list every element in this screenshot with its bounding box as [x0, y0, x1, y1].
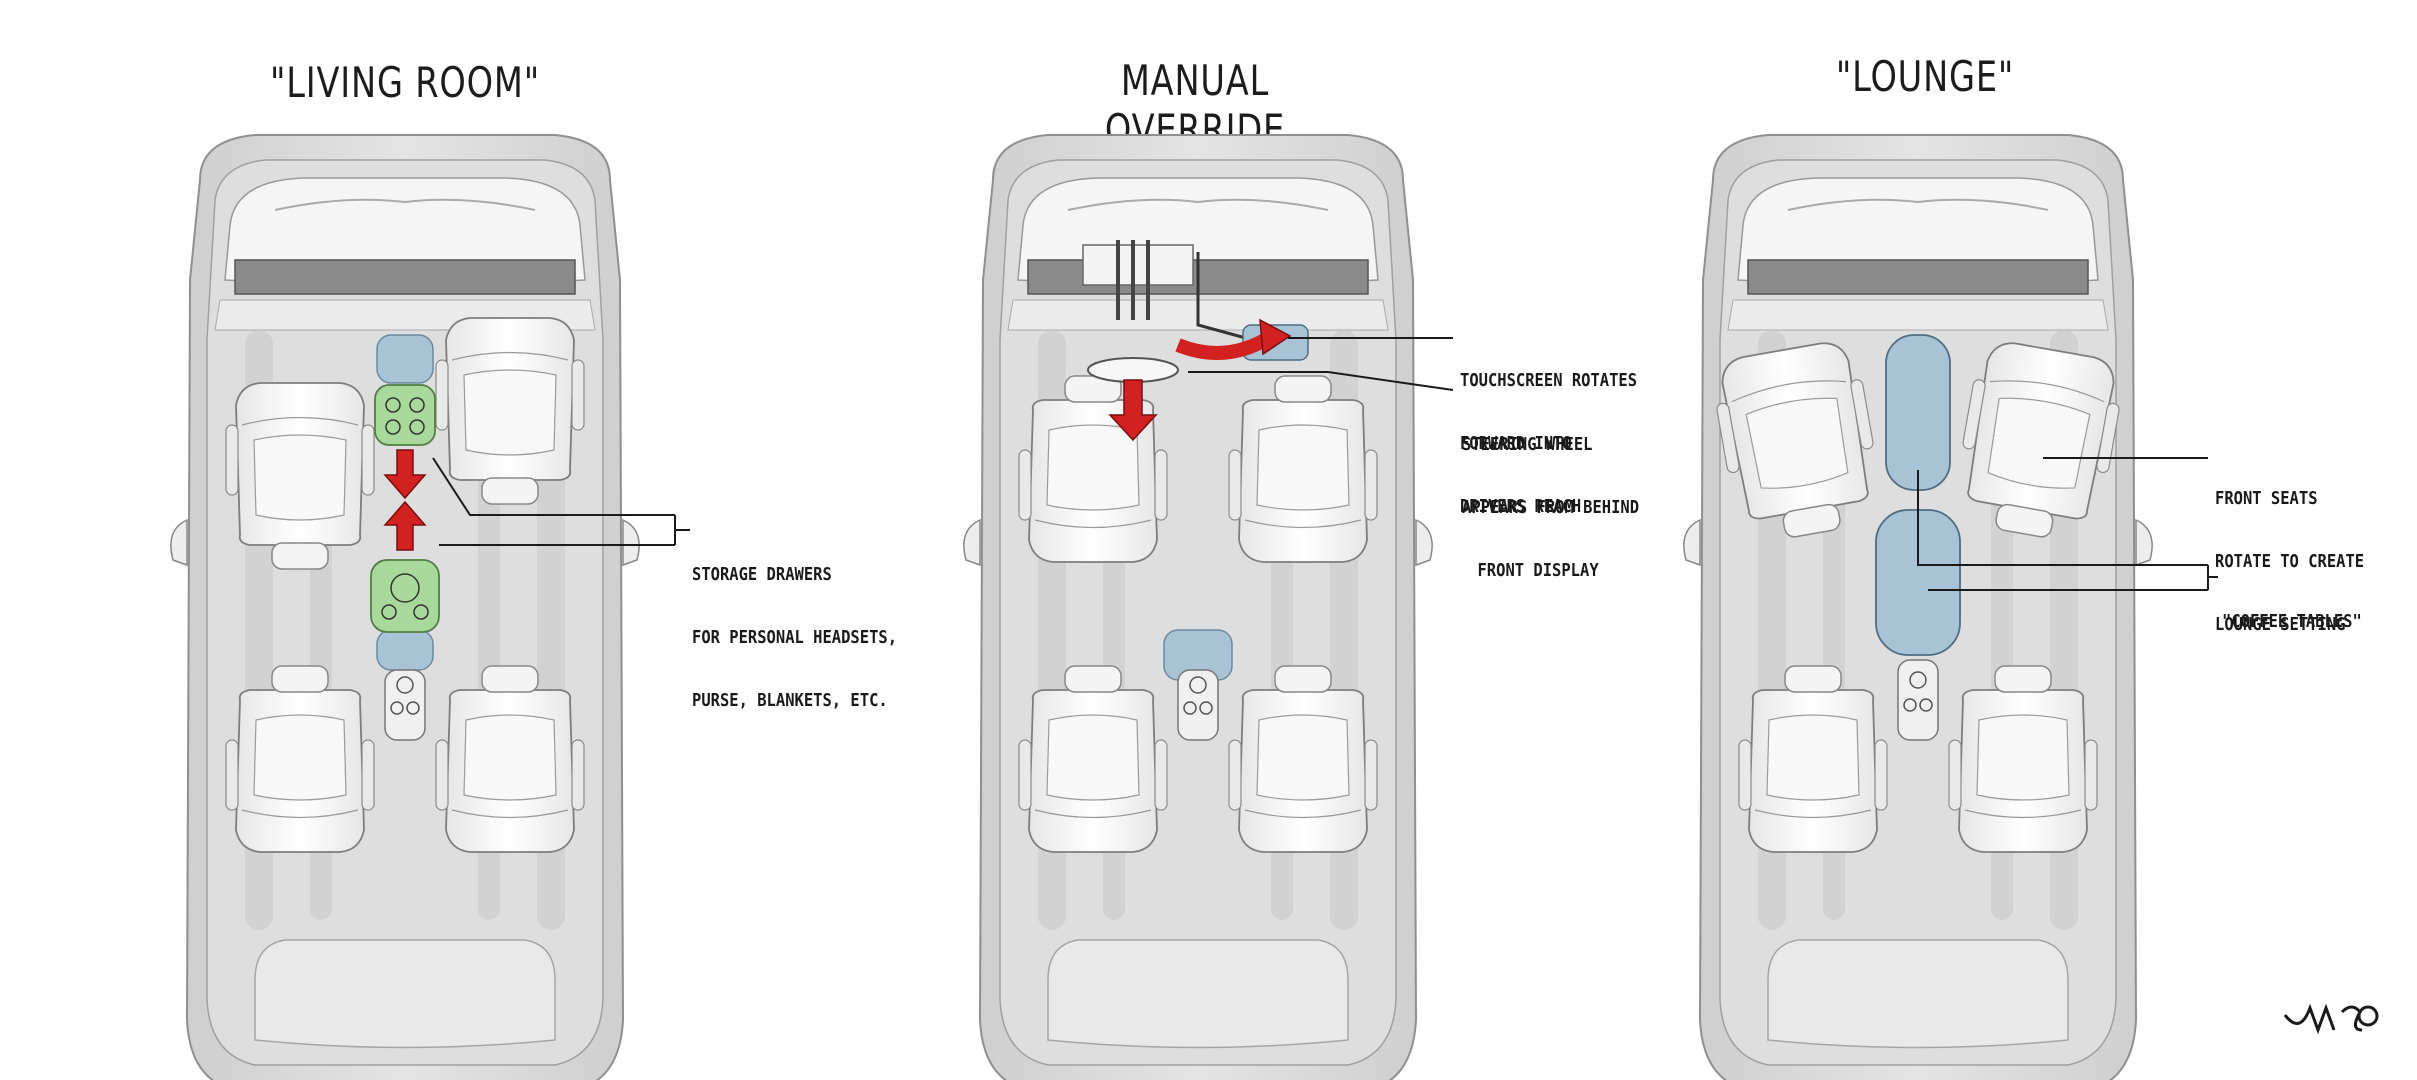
- annotation-front-seats: FRONT SEATS ROTATE TO CREATE LOUNGE SETT…: [2215, 488, 2365, 635]
- car-manual-override: [962, 134, 1454, 1080]
- title-lounge: "LOUNGE": [1835, 52, 2015, 101]
- drawer-arrow-down: [383, 449, 427, 500]
- annotation-coffee-tables: "COFFEE TABLES": [2222, 611, 2362, 632]
- car-living-room: [169, 134, 690, 1080]
- storage-drawer-front: [374, 384, 436, 446]
- steering-arrow-down: [1108, 379, 1158, 442]
- car-lounge: [1682, 134, 2218, 1080]
- coffee-table-front: [1885, 334, 1951, 491]
- storage-drawer-rear: [370, 559, 440, 633]
- title-living-room: "LIVING ROOM": [270, 58, 540, 107]
- steering-column: [1082, 240, 1194, 383]
- touchscreen-panel: [1175, 252, 1309, 361]
- annotation-touchscreen: TOUCHSCREEN ROTATES FORWARD INTO DRIVERS…: [1460, 370, 1638, 517]
- artist-signature: [2283, 1003, 2379, 1035]
- annotation-storage-drawers: STORAGE DRAWERS FOR PERSONAL HEADSETS, P…: [692, 564, 898, 711]
- annotation-steering-wheel: STEERING WHEEL APPEARS FROM BEHIND FRONT…: [1462, 434, 1640, 581]
- drawer-arrow-up: [383, 500, 427, 551]
